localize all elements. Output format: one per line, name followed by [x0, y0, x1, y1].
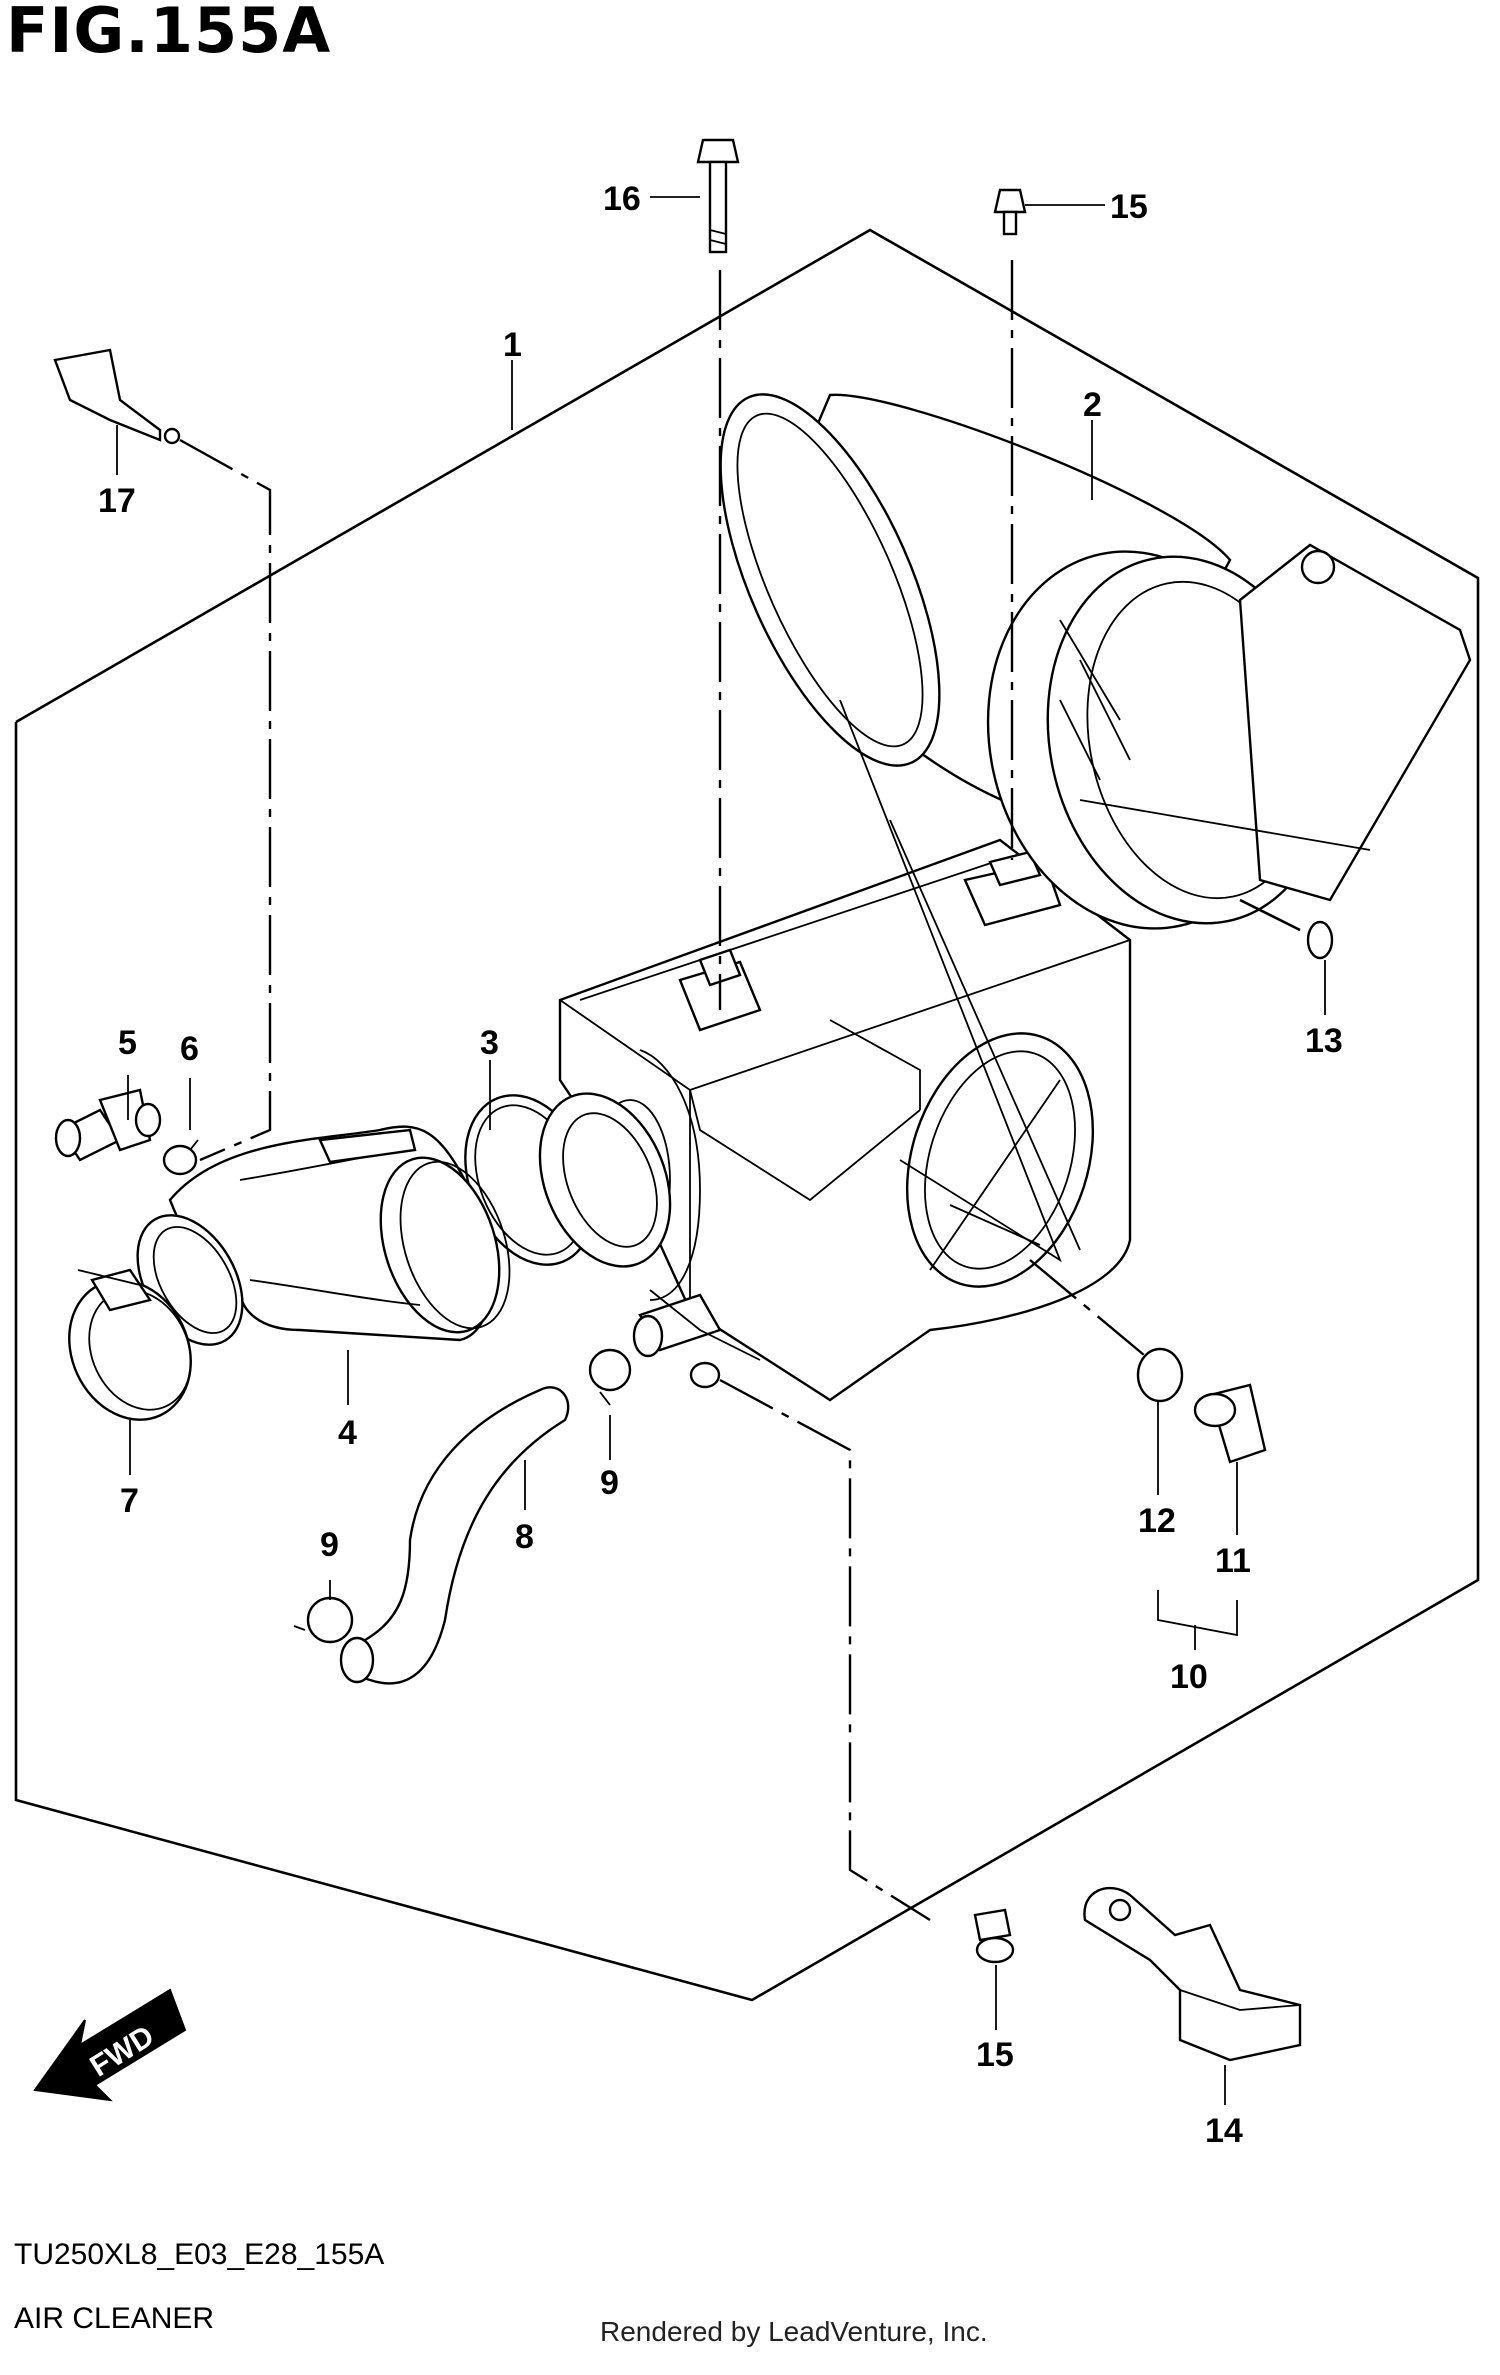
breather-fitting [54, 1088, 162, 1162]
alignment-lines [179, 260, 1151, 1922]
callout-12: 12 [1138, 1502, 1176, 1540]
callout-10: 10 [1170, 1658, 1208, 1696]
figure-title: FIG.155A [6, 0, 332, 67]
small-clip-6 [162, 1139, 199, 1176]
callout-5: 5 [118, 1024, 137, 1062]
bolt-15-top [993, 188, 1027, 236]
mounting-bracket [1083, 1886, 1302, 2062]
bolt-16 [696, 138, 740, 254]
callout-7: 7 [120, 1482, 139, 1520]
callout-15-top: 15 [1110, 188, 1148, 226]
callout-9-upper: 9 [600, 1464, 619, 1502]
figure-name: AIR CLEANER [14, 2302, 215, 2335]
hose-clip-9b [293, 1596, 354, 1644]
callout-labels: 1 2 3 4 5 6 7 8 9 9 10 11 12 13 14 15 15… [98, 180, 1343, 2150]
callout-3: 3 [480, 1024, 499, 1062]
intake-duct [136, 1125, 511, 1346]
assembly-outline [14, 228, 1480, 2002]
callout-13: 13 [1305, 1022, 1343, 1060]
drain-plug-set [1136, 1347, 1267, 1464]
render-credit: Rendered by LeadVenture, Inc. [600, 2316, 988, 2347]
callout-11: 11 [1215, 1542, 1251, 1580]
callout-4: 4 [338, 1414, 357, 1452]
callout-17: 17 [98, 482, 136, 520]
callout-16: 16 [603, 180, 641, 218]
air-filter-element [719, 393, 1472, 930]
leader-lines [116, 196, 1326, 2105]
bolt-15-bottom [973, 1908, 1015, 1964]
filter-lead-lines [839, 699, 1081, 1263]
callout-9-lower: 9 [320, 1526, 339, 1564]
air-cleaner-case [558, 838, 1132, 1402]
hose-clip-9a [588, 1348, 632, 1406]
callout-2: 2 [1083, 386, 1102, 424]
grommet-17 [53, 348, 181, 445]
drain-hose [339, 1386, 570, 1685]
callout-14: 14 [1205, 2112, 1243, 2150]
hose-clamp [68, 1268, 192, 1421]
callout-8: 8 [515, 1518, 534, 1556]
figure-code: TU250XL8_E03_E28_155A [14, 2238, 385, 2271]
callout-15-bottom: 15 [976, 2036, 1014, 2074]
callout-1: 1 [503, 326, 522, 364]
screw-13 [1239, 898, 1334, 960]
callout-6: 6 [180, 1030, 199, 1068]
fwd-direction-arrow: FWD [33, 1988, 187, 2102]
seal-ring [464, 1092, 672, 1268]
